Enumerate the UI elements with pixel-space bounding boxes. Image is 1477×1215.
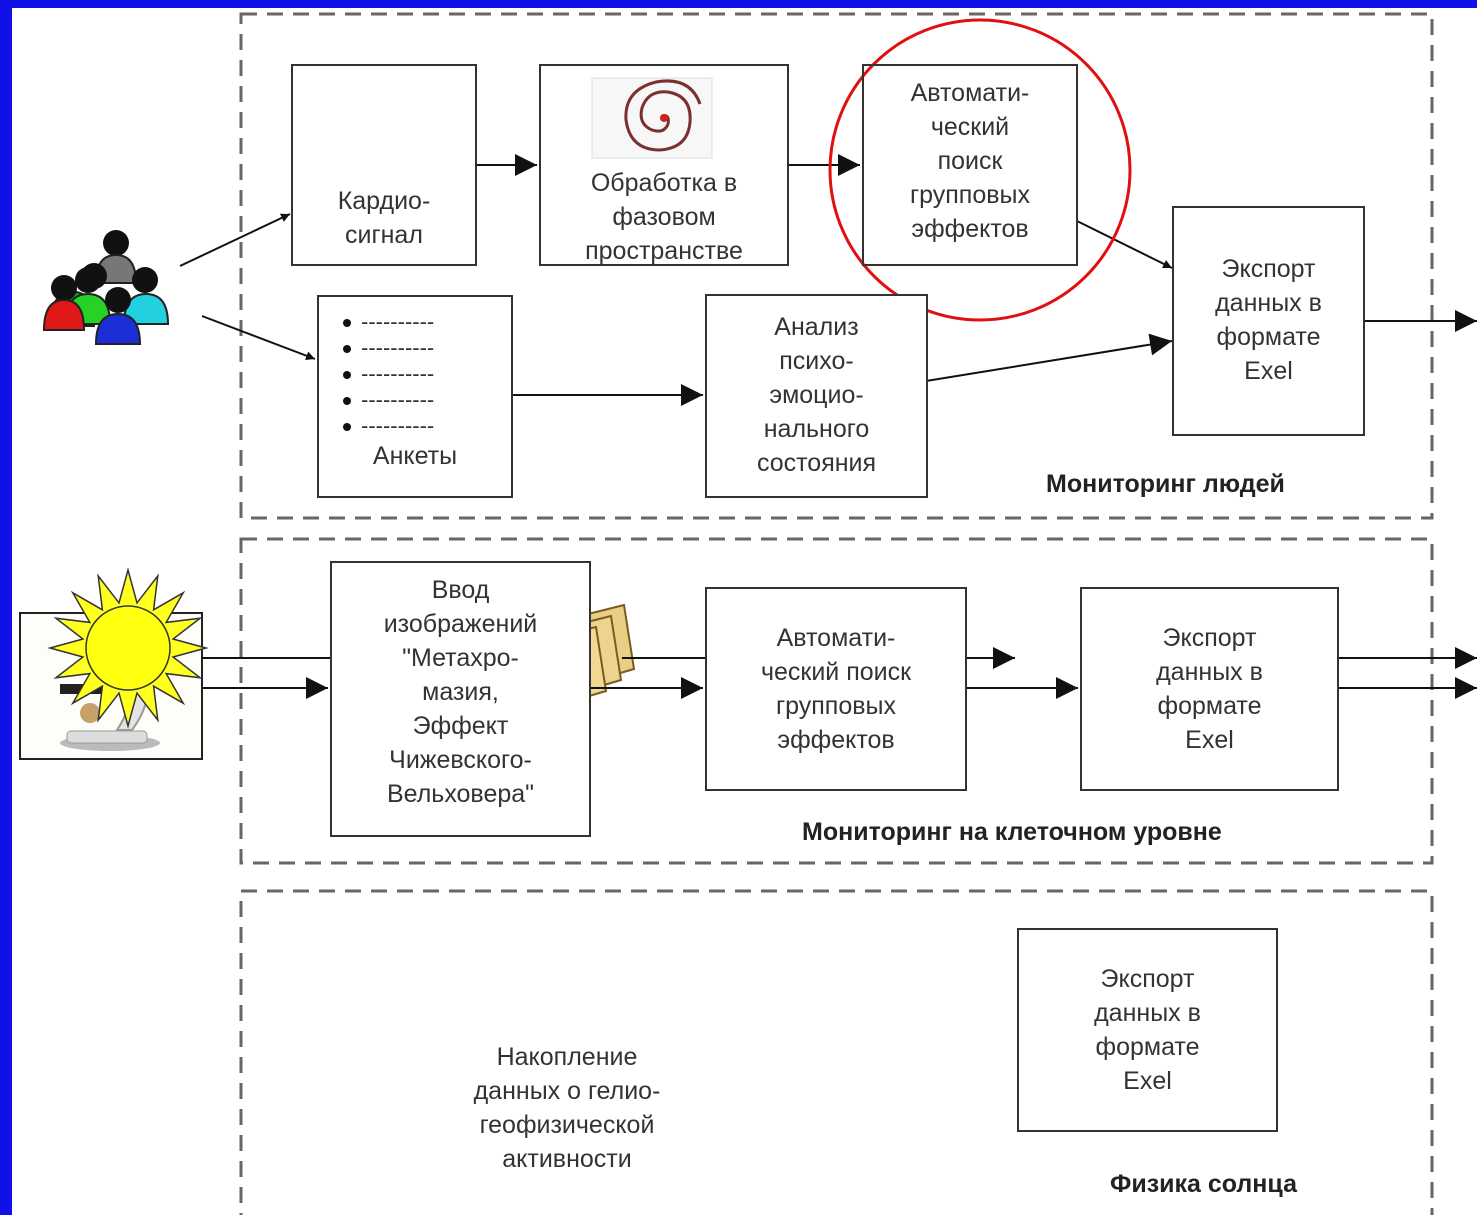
psycho-analysis-label: Анализ психо- эмоцио- нального состояния: [756, 313, 877, 477]
phase-space-label: Обработка в фазовом пространстве: [585, 169, 743, 265]
phase-spiral-icon: [591, 77, 713, 159]
cardio-signal-label: Кардио- сигнал: [337, 187, 431, 249]
form-list-item: ----------: [343, 415, 434, 437]
form-list-item: ----------: [343, 337, 434, 359]
section-title-cells: Мониторинг на клеточном уровне: [802, 818, 1222, 846]
form-line-text: ----------: [361, 309, 435, 334]
export-box-2: Экспорт данных в формате Exel: [1080, 587, 1339, 791]
section-frame-sun: [239, 889, 1434, 1215]
section-frame-people: [239, 12, 1434, 520]
bullet-icon: [343, 371, 351, 380]
sun-icon: [47, 567, 209, 729]
form-list-item: ----------: [343, 389, 434, 411]
auto-search-label-2: Автомати- ческий поиск групповых эффекто…: [760, 624, 912, 754]
section-title-people: Мониторинг людей: [1046, 470, 1285, 498]
form-list-item: ----------: [343, 363, 434, 385]
export-label-1: Экспорт данных в формате Exel: [1215, 255, 1322, 385]
section-title-sun: Физика солнца: [1110, 1170, 1297, 1198]
phase-space-box: Обработка в фазовом пространстве: [539, 64, 789, 266]
cardio-signal-box: Кардио- сигнал: [291, 64, 477, 266]
psycho-analysis-box: Анализ психо- эмоцио- нального состояния: [705, 294, 928, 498]
highlight-circle: [828, 18, 1132, 322]
bullet-icon: [343, 423, 351, 432]
bullet-icon: [343, 397, 351, 406]
bullet-icon: [343, 319, 351, 328]
form-list-item: ----------: [343, 311, 434, 333]
bullet-icon: [343, 345, 351, 354]
export-box-3: Экспорт данных в формате Exel: [1017, 928, 1278, 1132]
image-input-box: Ввод изображений "Метахро- мазия, Эффект…: [330, 561, 591, 837]
accumulation-label: Накопление данных о гелио- геофизической…: [473, 1043, 661, 1173]
export-box-1: Экспорт данных в формате Exel: [1172, 206, 1365, 436]
section-frame-cells: [239, 537, 1434, 865]
auto-search-label-1: Автомати- ческий поиск групповых эффекто…: [910, 79, 1030, 243]
export-label-3: Экспорт данных в формате Exel: [1094, 965, 1201, 1095]
auto-search-box-1: Автомати- ческий поиск групповых эффекто…: [862, 64, 1078, 266]
people-group-icon: [42, 230, 170, 345]
forms-label: Анкеты: [372, 442, 458, 470]
sun-disc: [85, 605, 171, 691]
form-line-text: ----------: [361, 361, 435, 386]
diagram-canvas: Кардио- сигнал Обработка в фазовом прост…: [12, 8, 1477, 1215]
form-line-text: ----------: [361, 387, 435, 412]
export-label-2: Экспорт данных в формате Exel: [1156, 624, 1263, 754]
image-input-label: Ввод изображений "Метахро- мазия, Эффект…: [383, 576, 538, 808]
forms-box: ----------------------------------------…: [317, 295, 513, 498]
auto-search-box-2: Автомати- ческий поиск групповых эффекто…: [705, 587, 967, 791]
form-line-text: ----------: [361, 413, 435, 438]
form-line-text: ----------: [361, 335, 435, 360]
